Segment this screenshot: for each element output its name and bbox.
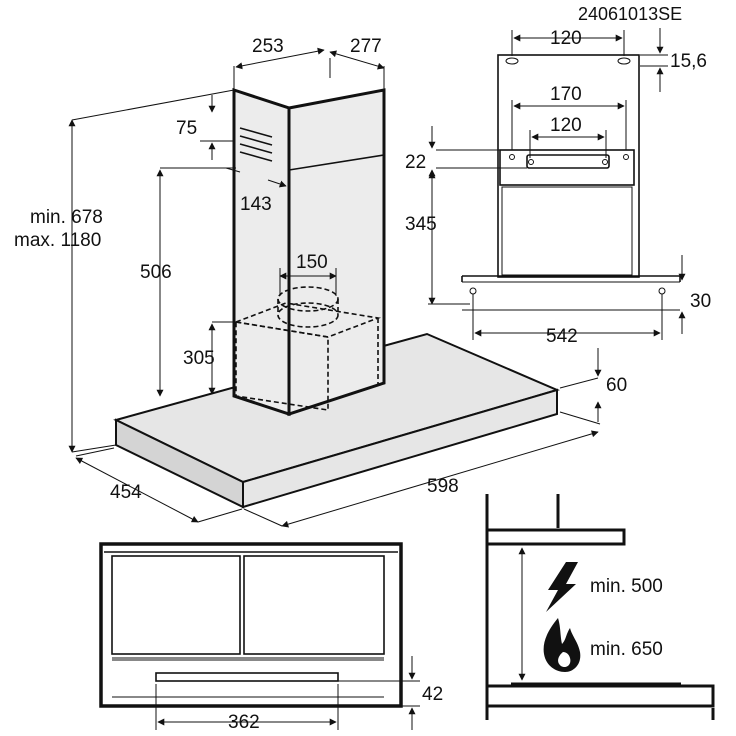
main-hood-view: 253 277 75 143 min. 678 max. 1180 506 15… (14, 36, 627, 528)
filter-left (111, 555, 241, 655)
flame-icon (543, 618, 581, 672)
hood-underside (99, 542, 403, 708)
cooktop (485, 684, 715, 708)
electric-clearance-label: min. 500 (590, 576, 663, 597)
hood-depth-label: 454 (110, 482, 142, 503)
top-hole-left (505, 57, 519, 65)
hood-width-label: 598 (427, 476, 459, 497)
vent-height-label: 143 (240, 194, 272, 215)
bracket-outer-label: 170 (550, 84, 582, 105)
vent-slots (239, 127, 273, 162)
bracket-height-label: 506 (140, 262, 172, 283)
bracket-slot (526, 154, 610, 169)
filter-offset-label: 42 (422, 684, 443, 705)
bracket-to-hood-label: 345 (405, 214, 437, 235)
chimney-side (287, 88, 386, 417)
bracket-view: 24061013SE 120 15,6 170 120 (405, 4, 711, 347)
clearance-view: min. 500 min. 650 (485, 494, 715, 720)
hood-holes-label: 542 (546, 326, 578, 347)
height-max-label: max. 1180 (14, 230, 101, 251)
wall-plate (497, 54, 640, 278)
chimney-joint-line (288, 154, 385, 171)
lightning-bolt-icon (546, 562, 578, 612)
hood-thickness-label: 60 (606, 375, 627, 396)
document-code: 24061013SE (578, 4, 682, 24)
filter-right (243, 555, 385, 655)
chimney-depth-label: 277 (350, 36, 382, 57)
top-hole-right (617, 57, 631, 65)
chimney-front (232, 87, 291, 417)
hood-profile (487, 528, 626, 546)
bottom-view: 362 42 (99, 542, 443, 733)
chimney-width-label: 253 (252, 36, 284, 57)
vent-offset-label: 75 (176, 118, 197, 139)
light-strip (155, 672, 339, 682)
filter-width-label: 362 (228, 712, 260, 733)
bracket-inner-label: 120 (550, 115, 582, 136)
height-min-label: min. 678 (30, 207, 103, 228)
top-offset-label: 15,6 (670, 51, 707, 72)
duct-diameter-label: 150 (296, 252, 328, 273)
motor-box-hidden (232, 286, 382, 411)
inner-height-label: 305 (183, 348, 215, 369)
top-spacing-label: 120 (550, 28, 582, 49)
hood-edge-label: 30 (690, 291, 711, 312)
bracket-offset-label: 22 (405, 152, 426, 173)
gas-clearance-label: min. 650 (590, 639, 663, 660)
